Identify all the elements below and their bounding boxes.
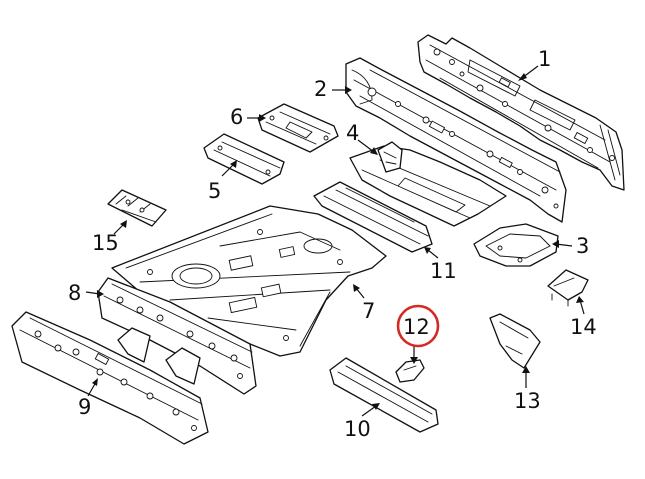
part-5-small-bracket — [203, 133, 285, 185]
part-15-small-pad — [107, 189, 167, 227]
part-10-channel — [329, 357, 439, 433]
callout-7: 7 — [362, 299, 375, 323]
callout-9: 9 — [78, 395, 91, 419]
callout-8: 8 — [68, 281, 81, 305]
callout-13: 13 — [514, 389, 541, 413]
part-1-rear-panel — [417, 34, 625, 191]
callout-3: 3 — [576, 234, 589, 258]
callout-2: 2 — [314, 77, 327, 101]
callout-11: 11 — [430, 259, 457, 283]
callout-6: 6 — [230, 105, 243, 129]
part-2-cross-member — [345, 57, 567, 223]
callout-5: 5 — [208, 179, 221, 203]
callout-14: 14 — [570, 315, 597, 339]
callout-15: 15 — [92, 231, 119, 255]
callout-1: 1 — [538, 47, 551, 71]
part-6-small-plate — [257, 103, 339, 153]
callout-numbers: 1 2 3 4 5 6 7 8 9 10 11 12 13 14 15 — [68, 47, 597, 441]
part-11-long-channel — [313, 181, 433, 253]
part-12-small-clip — [395, 359, 425, 383]
highlight-circle — [396, 304, 440, 348]
part-13-bracket — [489, 313, 541, 369]
part-3-tray — [473, 223, 559, 267]
leader-lines — [85, 65, 585, 417]
callout-4: 4 — [346, 121, 359, 145]
part-14-small-bracket — [547, 269, 589, 307]
part-4-floor-bracket — [349, 141, 507, 227]
part-8-side-rail — [97, 277, 257, 395]
part-9-lower-rail — [11, 311, 209, 445]
callout-12: 12 — [403, 315, 430, 339]
callout-10: 10 — [344, 417, 371, 441]
